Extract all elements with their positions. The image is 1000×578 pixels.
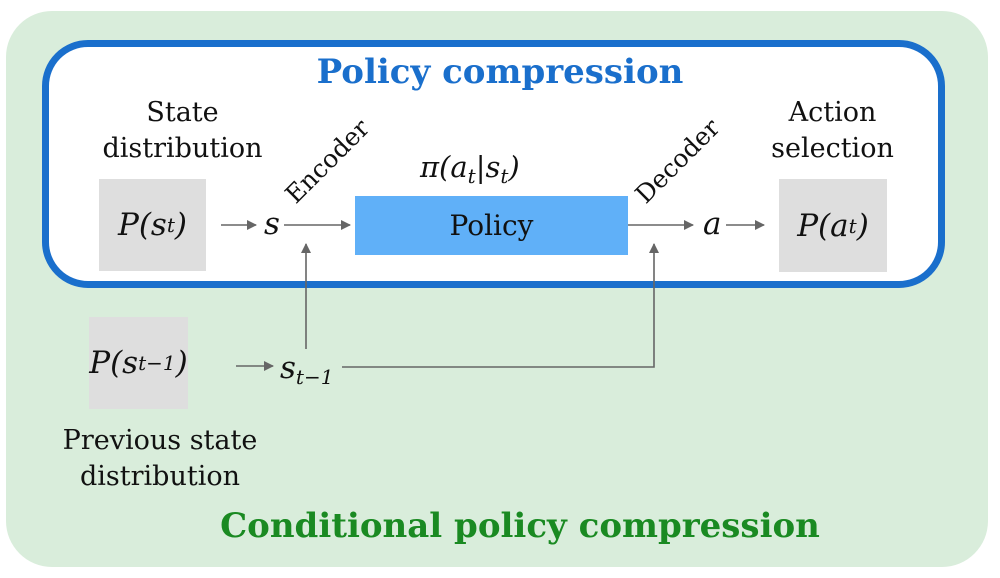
- policy-formula: π(at|st): [420, 150, 520, 188]
- a-variable: a: [703, 206, 722, 242]
- policy-box: Policy: [355, 196, 628, 255]
- prev-s-variable: st−1: [280, 350, 334, 389]
- policy-compression-title: Policy compression: [316, 52, 684, 92]
- conditional-compression-title: Conditional policy compression: [220, 506, 820, 546]
- arrow-st1-to-decoder: [342, 243, 659, 368]
- s-variable: s: [264, 206, 280, 242]
